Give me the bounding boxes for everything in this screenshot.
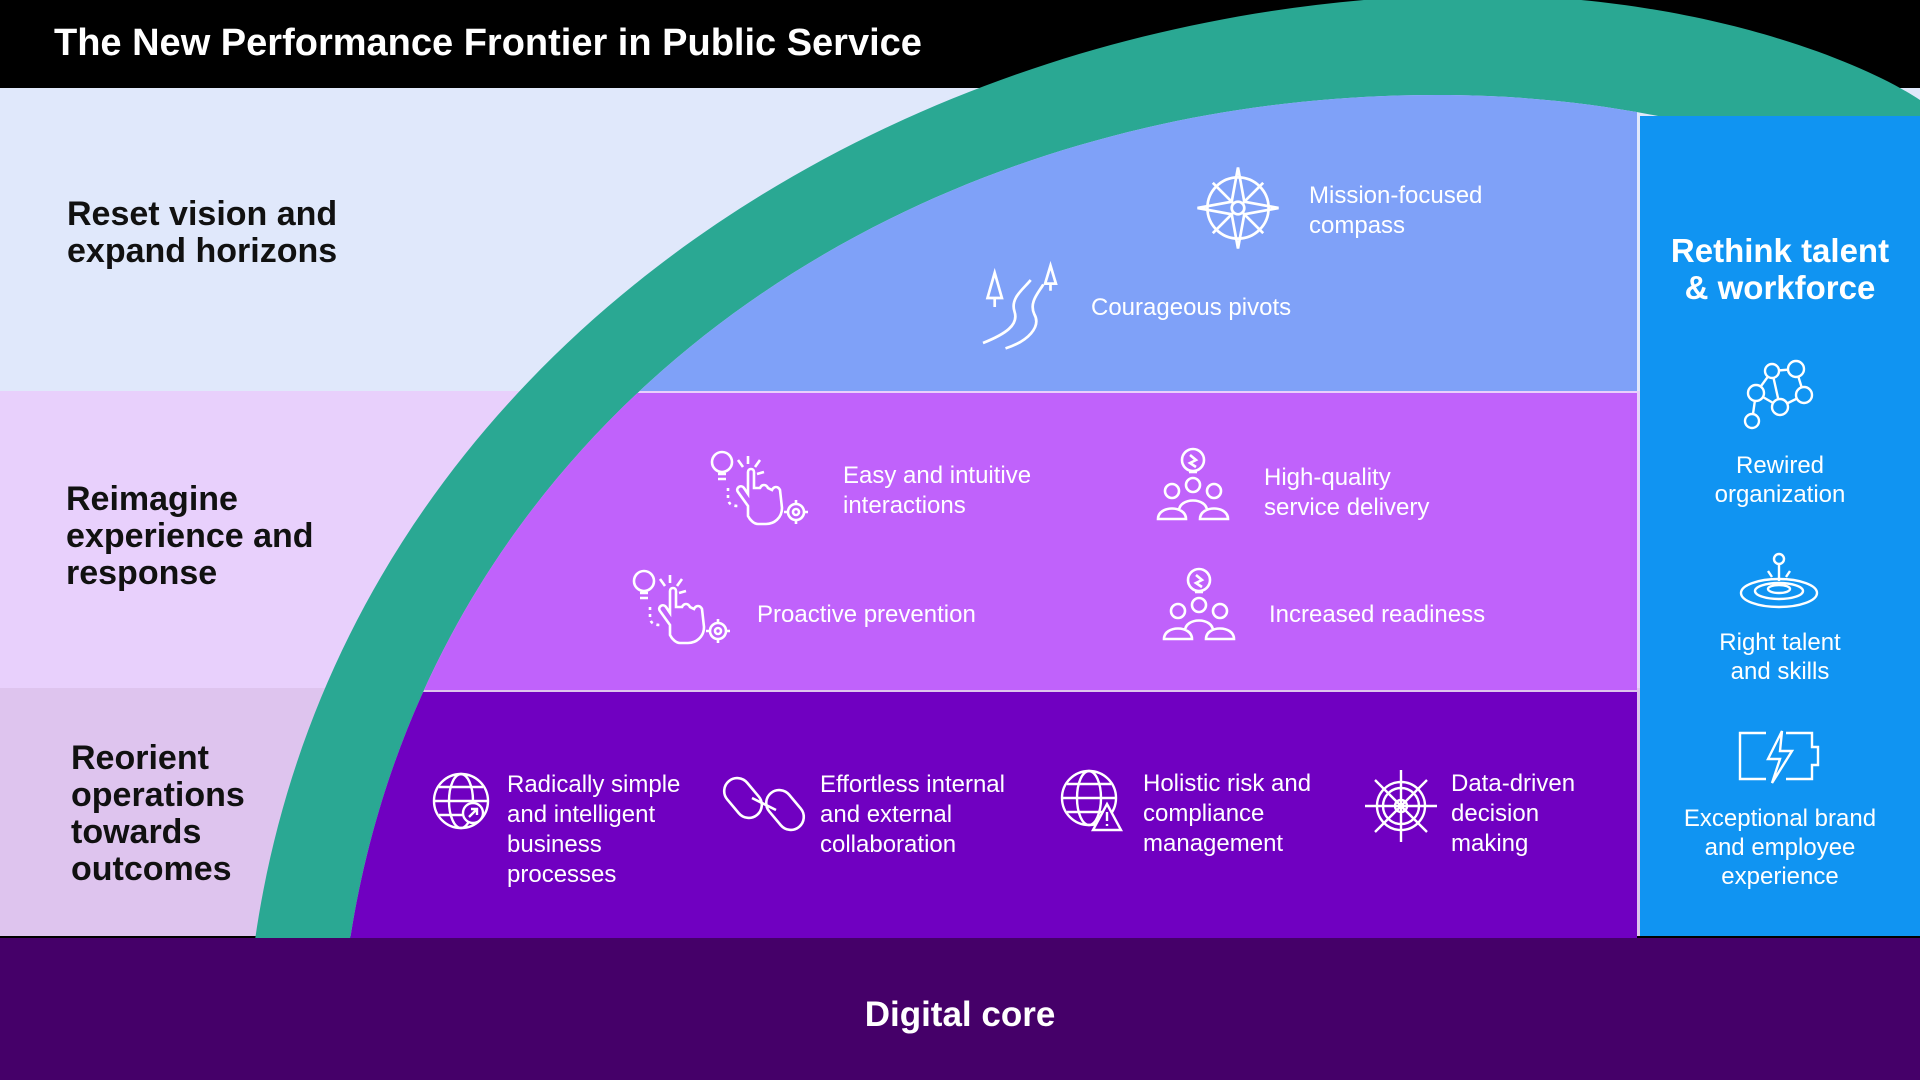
item-proactive-prevention: Proactive prevention [757,601,976,628]
item-increased-readiness: Increased readiness [1269,601,1486,628]
water-drop-icon [1738,551,1820,609]
item-courageous-pivots: Courageous pivots [1091,294,1292,321]
touch-click-icon [708,448,812,528]
chain-link-icon [722,768,806,840]
side-panel-title: Rethink talent& workforce [1670,232,1890,306]
touch-click-icon [630,567,734,647]
side-panel-talent [1640,116,1920,936]
battery-charge-icon [1736,729,1820,785]
page-title: The New Performance Frontier in Public S… [54,22,922,64]
winding-road-icon [976,260,1071,352]
compass-icon [1193,163,1283,253]
globe-arrow-icon [431,771,491,831]
team-idea-icon [1152,447,1234,523]
green-arch [255,0,1920,940]
digital-core-bar [0,938,1920,1080]
team-idea-icon [1158,567,1240,643]
digital-core-label: Digital core [864,995,1056,1034]
ship-wheel-icon [1363,768,1439,844]
network-people-icon [1734,355,1816,431]
globe-warning-icon [1059,768,1124,832]
